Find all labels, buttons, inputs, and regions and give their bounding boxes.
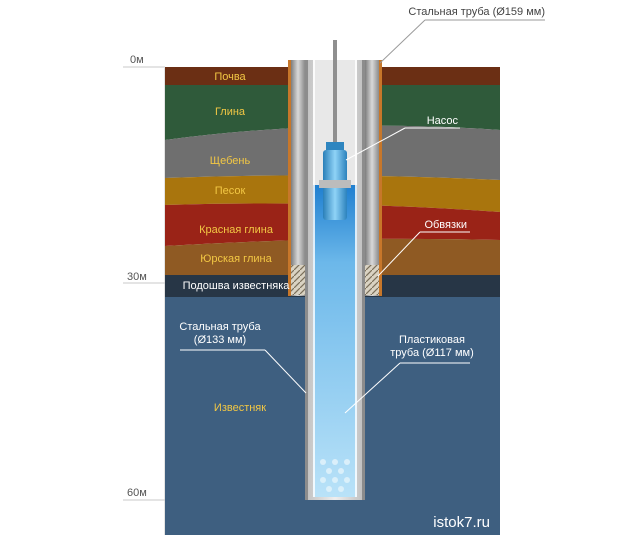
callout-pump: Насос [427,115,459,127]
callout-steel-pipe-133-line2: (Ø133 мм) [194,334,246,346]
steel-pipe-133-edge-right [362,60,365,500]
callout-plastic-pipe-line2: труба (Ø117 мм) [390,347,473,359]
pump-rod [333,40,337,150]
callout-steel-pipe-133-line1: Стальная труба [179,321,261,333]
plastic-pipe-117 [313,185,357,497]
callout-line-ties [377,231,421,277]
plastic-pipe-edge-left [313,60,315,497]
layer-label-shcheben: Щебень [210,155,251,167]
layer-label-izvestnyak: Известняк [214,402,266,414]
tie-left [291,265,305,295]
watermark: istok7.ru [433,514,490,531]
callout-steel-pipe-159: Стальная труба (Ø159 мм) [408,6,545,18]
depth-label-60m: 60м [127,487,147,499]
callout-line-159 [379,19,426,64]
callout-line-133 [264,349,307,394]
callout-plastic-pipe-line1: Пластиковая [399,334,465,346]
layer-label-yurskaya-glina: Юрская глина [200,253,272,265]
outer-casing-left [291,60,305,296]
layer-label-glina: Глина [215,106,246,118]
outer-casing-right [365,60,379,296]
pump-collar [319,180,351,188]
layer-label-podoshva: Подошва известняка [183,280,291,292]
filter-perforation [320,459,350,492]
depth-label-0m: 0м [130,54,144,66]
plastic-pipe-edge-right [355,60,357,497]
tie-right [365,265,379,295]
layer-label-krasnaya-glina: Красная глина [199,224,274,236]
steel-pipe-133-edge-left [305,60,308,500]
callout-line-pump [345,127,406,161]
layer-label-pochva: Почва [214,71,246,83]
callout-ties: Обвязки [424,219,467,231]
layer-label-pesok: Песок [215,185,246,197]
callout-line-plastic [344,362,401,414]
pump-head [326,142,344,150]
depth-label-30m: 30м [127,271,147,283]
